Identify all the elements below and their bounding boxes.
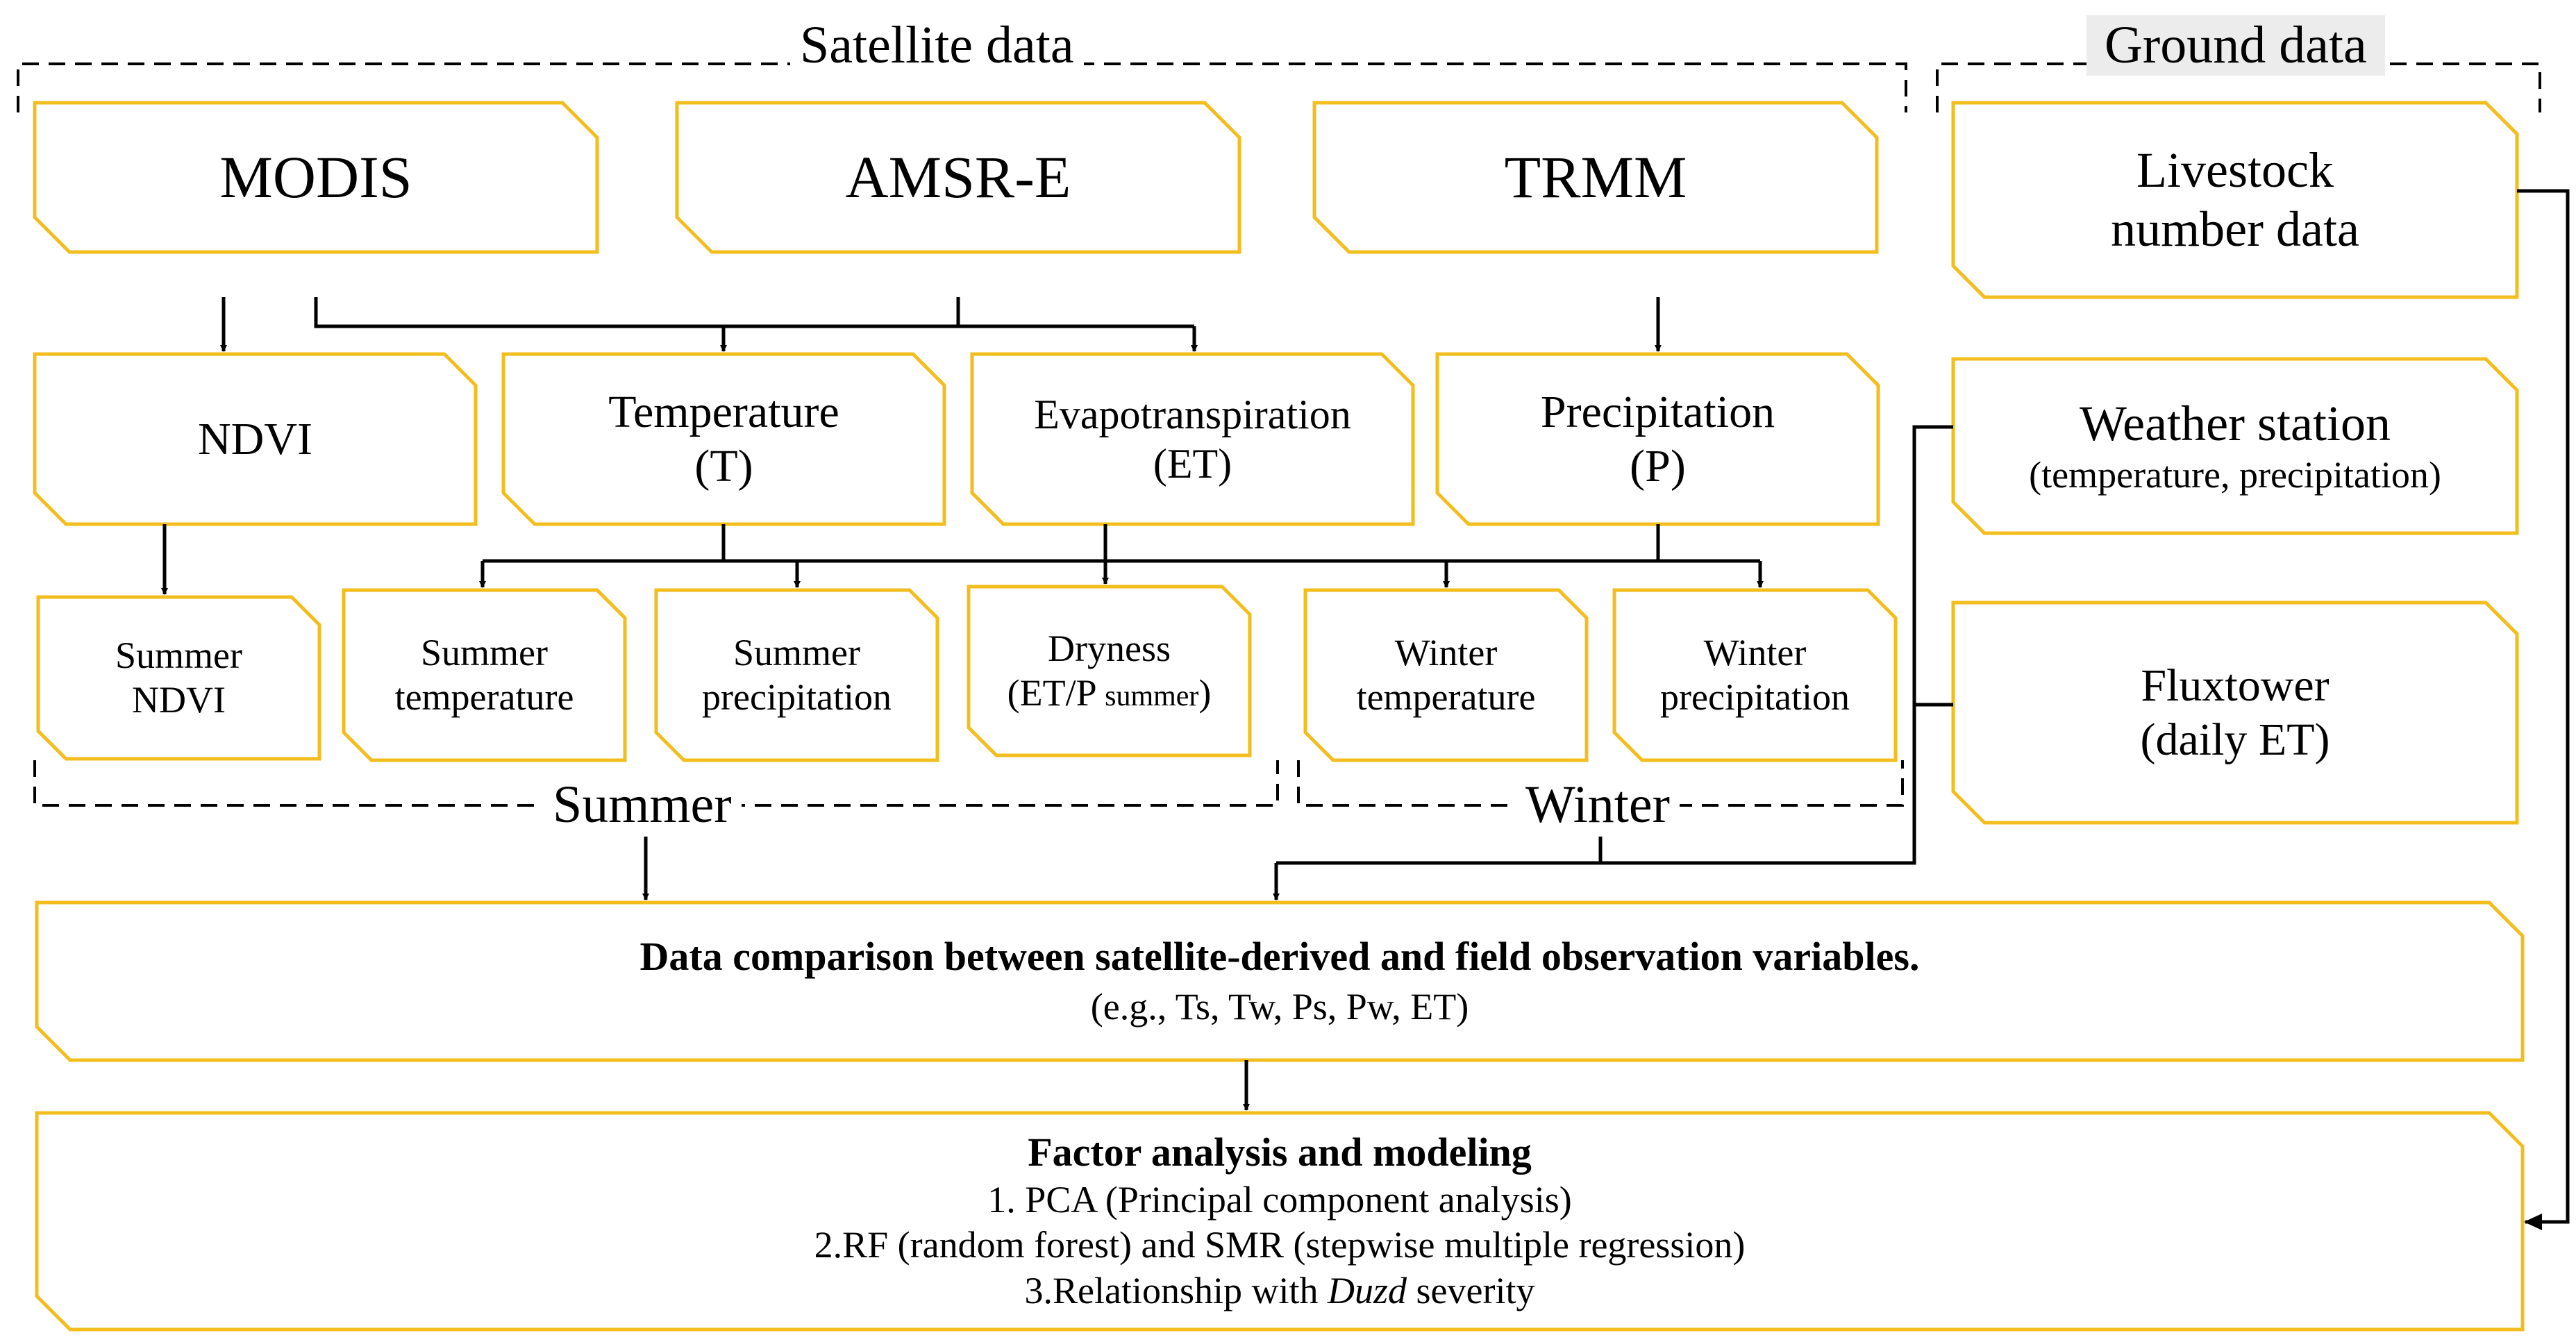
amsre-label: AMSR-E	[845, 143, 1071, 210]
factor-line3-pre: 3.Relationship with	[1024, 1270, 1328, 1312]
trmm-label: TRMM	[1504, 143, 1687, 210]
temperature-box: Temperature (T)	[503, 354, 944, 524]
ndvi-label: NDVI	[198, 413, 312, 464]
winter-precipitation-box: Winter precipitation	[1614, 590, 1896, 760]
dryness-close: )	[1198, 671, 1212, 714]
factor-line3-em: Duzd	[1328, 1270, 1407, 1312]
box-shape-comparison	[35, 900, 2525, 1062]
comparison-title: Data comparison between satellite-derive…	[639, 934, 1920, 980]
dryness-line2: (ET/P summer)	[1007, 671, 1212, 716]
box-shape-flux	[1951, 601, 2519, 825]
summer-ndvi-line2: NDVI	[132, 678, 226, 721]
arrow-livestock-factor	[2517, 189, 2570, 1230]
summer-group-label: Summer	[543, 775, 742, 835]
factor-title: Factor analysis and modeling	[1028, 1129, 1532, 1175]
winter-precipitation-line1: Winter	[1703, 631, 1807, 673]
winter-temperature-line2: temperature	[1356, 676, 1536, 718]
box-shape-ndvi	[33, 352, 478, 526]
amsre-box: AMSR-E	[677, 103, 1239, 252]
box-shape-factor	[35, 1111, 2525, 1332]
summer-precipitation-line1: Summer	[733, 631, 860, 673]
dryness-ratio: (ET/P	[1007, 671, 1105, 714]
box-shape-livestock	[1951, 101, 2519, 299]
summer-temperature-line2: temperature	[394, 676, 574, 718]
fluxtower-box: Fluxtower (daily ET)	[1953, 603, 2517, 823]
satellite-group-label: Satellite data	[790, 15, 1084, 76]
box-shape-summer-temp	[342, 588, 627, 762]
winter-group-label: Winter	[1516, 775, 1680, 835]
livestock-label-line2: number data	[2111, 201, 2359, 257]
comparison-box: Data comparison between satellite-derive…	[37, 903, 2523, 1060]
summer-precipitation-line2: precipitation	[702, 676, 892, 718]
et-box: Evapotranspiration (ET)	[972, 354, 1413, 524]
modis-label: MODIS	[219, 143, 412, 210]
fluxtower-line2: (daily ET)	[2140, 714, 2330, 765]
line-weather-down	[1276, 425, 1953, 865]
winter-temperature-box: Winter temperature	[1305, 590, 1587, 760]
weather-label-line1: Weather station	[2079, 396, 2391, 452]
box-shape-summer-ndvi	[36, 595, 321, 761]
dryness-box: Dryness (ET/P summer)	[969, 587, 1250, 755]
box-shape-et	[970, 352, 1415, 526]
winter-temperature-line1: Winter	[1394, 631, 1498, 673]
temperature-label-line2: (T)	[694, 440, 753, 492]
livestock-label-line1: Livestock	[2136, 142, 2334, 199]
summer-ndvi-box: Summer NDVI	[38, 597, 319, 759]
box-shape-summer-precip	[654, 588, 939, 762]
winter-precipitation-line2: precipitation	[1660, 676, 1850, 718]
ground-group-label: Ground data	[2086, 15, 2385, 76]
summer-temperature-box: Summer temperature	[344, 590, 625, 760]
summer-precipitation-box: Summer precipitation	[656, 590, 937, 760]
summer-temperature-line1: Summer	[421, 631, 548, 673]
comparison-detail: (e.g., Ts, Tw, Ps, Pw, ET)	[1090, 985, 1469, 1028]
box-shape-winter-temp	[1303, 588, 1589, 762]
precip-box: Precipitation (P)	[1437, 354, 1878, 524]
trmm-box: TRMM	[1314, 103, 1877, 252]
summer-ndvi-line1: Summer	[115, 634, 242, 676]
factor-box: Factor analysis and modeling 1. PCA (Pri…	[37, 1113, 2523, 1330]
fluxtower-line1: Fluxtower	[2141, 660, 2330, 711]
dryness-line1: Dryness	[1048, 627, 1171, 669]
factor-line3: 3.Relationship with Duzd severity	[1025, 1268, 1535, 1314]
line-modis-bus	[314, 297, 1194, 328]
dryness-season: summer	[1105, 680, 1199, 712]
precip-label-line2: (P)	[1630, 440, 1686, 492]
ndvi-box: NDVI	[35, 354, 476, 524]
weather-label-line2: (temperature, precipitation)	[2029, 454, 2441, 496]
et-label-line2: (ET)	[1153, 440, 1232, 487]
livestock-box: Livestock number data	[1953, 103, 2517, 297]
box-shape-winter-precip	[1612, 588, 1898, 762]
weather-box: Weather station (temperature, precipitat…	[1953, 359, 2517, 533]
modis-box: MODIS	[35, 103, 597, 252]
box-shape-modis	[33, 101, 599, 254]
box-shape-dryness	[967, 585, 1252, 757]
box-shape-precip	[1435, 352, 1880, 526]
precip-label-line1: Precipitation	[1540, 386, 1775, 437]
et-label-line1: Evapotranspiration	[1034, 391, 1351, 437]
factor-line2: 2.RF (random forest) and SMR (stepwise m…	[814, 1224, 1746, 1266]
factor-line3-post: severity	[1407, 1270, 1535, 1312]
box-shape-temperature	[501, 352, 946, 526]
box-shape-trmm	[1312, 101, 1879, 254]
temperature-label-line1: Temperature	[608, 386, 839, 437]
box-shape-weather	[1951, 357, 2519, 535]
factor-line1: 1. PCA (Principal component analysis)	[987, 1178, 1572, 1221]
box-shape-amsre	[675, 101, 1241, 254]
